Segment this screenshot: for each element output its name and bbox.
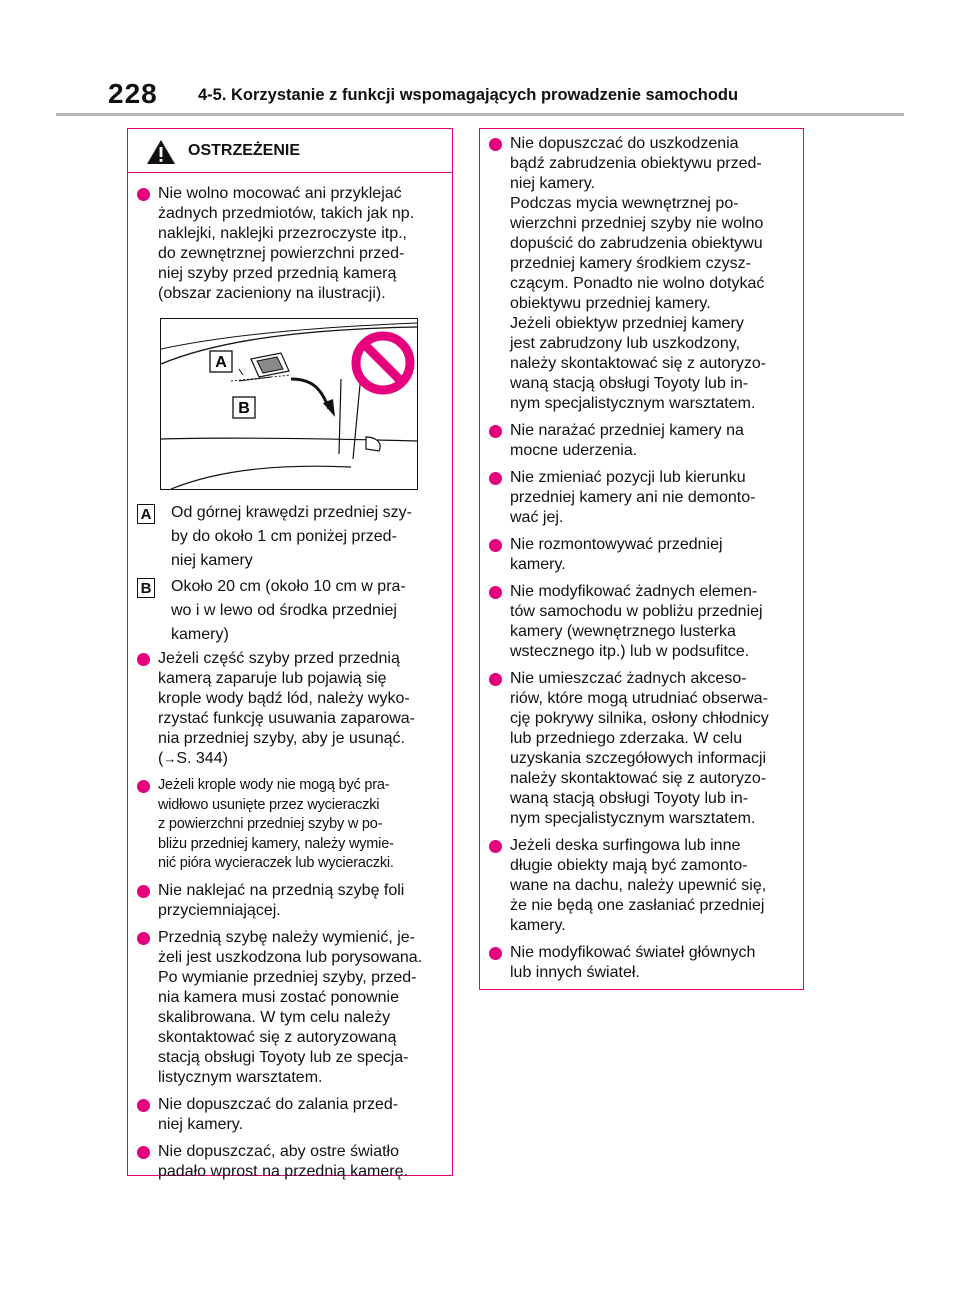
no-entry-icon (351, 331, 415, 395)
figure-label-b: B (238, 400, 250, 417)
item-text: Nie modyfikować żadnych elemen-tów samoc… (510, 583, 763, 660)
page-reference: S. 344) (176, 750, 228, 767)
warning-header-rule (128, 172, 452, 174)
bullet-dot-icon (137, 1098, 150, 1112)
bullet-dot-icon (489, 472, 502, 485)
legend-key-a: A (137, 504, 155, 524)
bullet-dot-icon (489, 840, 502, 853)
bullet-dot-icon (137, 188, 150, 201)
windshield-camera-figure: A B (160, 318, 418, 490)
camera-illustration: A B (161, 322, 417, 489)
section-title: 4-5. Korzystanie z funkcji wspomagającyc… (198, 86, 739, 104)
bullet-dot-icon (137, 780, 150, 793)
bullet-dot-icon (489, 673, 502, 686)
legend-row-a: A Od górnej krawędzi przedniej szy-by do… (137, 501, 446, 573)
legend-text-a: Od górnej krawędzi przedniej szy-by do o… (171, 504, 412, 569)
bullet-dot-icon (489, 586, 502, 599)
bullet-dot-icon (489, 425, 502, 438)
warning-triangle-icon (147, 140, 175, 164)
legend-text-b: Około 20 cm (około 10 cm w pra-wo i w le… (171, 578, 406, 643)
item-text: Nie dopuszczać do zalania przed-niej kam… (158, 1095, 399, 1133)
list-item: Jeżeli krople wody nie mogą być pra-widł… (137, 776, 446, 874)
list-item: Nie umieszczać żadnych akceso-riów, któr… (489, 669, 797, 829)
item-text: Jeżeli krople wody nie mogą być pra-widł… (158, 777, 394, 871)
bullet-dot-icon (137, 1145, 150, 1159)
warning-header: OSTRZEŻENIE (128, 129, 452, 173)
warning-title: OSTRZEŻENIE (188, 142, 301, 159)
legend-row-b: B Około 20 cm (około 10 cm w pra-wo i w … (137, 575, 446, 647)
figure-label-a: A (215, 354, 227, 371)
bullet-dot-icon (489, 539, 502, 552)
bullet-dot-icon (489, 947, 502, 960)
reference-arrow: → (163, 751, 177, 766)
page-number: 228 (108, 78, 158, 109)
bullet-dot-icon (137, 884, 150, 898)
list-item: Przednią szybę należy wymienić, je-żeli … (137, 928, 446, 1088)
list-item: Nie dopuszczać do zalania przed-niej kam… (137, 1095, 446, 1135)
page-header: 228 4-5. Korzystanie z funkcji wspomagaj… (108, 78, 902, 114)
legend-key-b: B (137, 578, 155, 598)
item-text: Przednią szybę należy wymienić, je-żeli … (158, 928, 423, 1086)
warning-box-left: OSTRZEŻENIE Nie wolno mocować ani przykl… (127, 128, 453, 1180)
header-rule (56, 113, 904, 116)
bullet-dot-icon (489, 138, 502, 151)
list-item: Nie modyfikować żadnych elemen-tów samoc… (489, 582, 797, 662)
bullet-dot-icon (137, 931, 150, 945)
bullet-dot-icon (137, 653, 150, 666)
item-text: Nie umieszczać żadnych akceso-riów, któr… (510, 670, 769, 827)
